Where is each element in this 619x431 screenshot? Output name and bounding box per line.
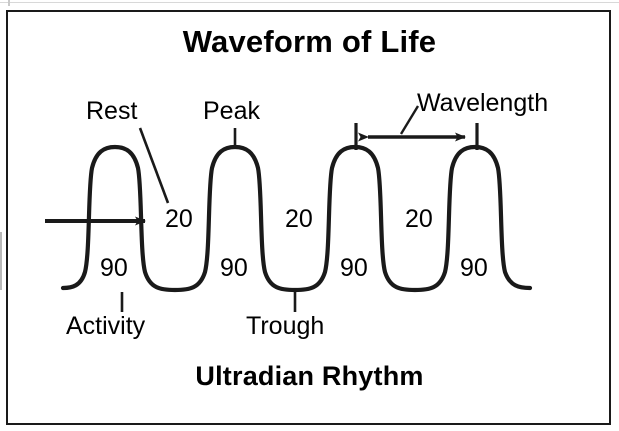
value-90-4: 90 bbox=[460, 254, 488, 282]
scan-artifact-top-edge bbox=[0, 2, 619, 3]
value-90-1: 90 bbox=[100, 254, 128, 282]
figure-border bbox=[6, 10, 611, 425]
label-wavelength: Wavelength bbox=[417, 89, 549, 117]
value-20-2: 20 bbox=[285, 205, 313, 233]
label-rest: Rest bbox=[86, 97, 138, 125]
leader-line-rest bbox=[138, 127, 170, 204]
value-90-3: 90 bbox=[340, 254, 368, 282]
scan-artifact-left-edge bbox=[0, 232, 2, 290]
wavelength-measure-arrow bbox=[354, 123, 479, 150]
label-trough: Trough bbox=[246, 312, 325, 340]
waveform-curve bbox=[60, 144, 533, 293]
scan-artifact-tick bbox=[8, 0, 10, 6]
value-20-3: 20 bbox=[405, 205, 433, 233]
figure-caption: Ultradian Rhythm bbox=[195, 361, 424, 391]
value-90-2: 90 bbox=[220, 254, 248, 282]
leader-line-wavelength bbox=[399, 105, 420, 135]
value-20-1: 20 bbox=[165, 205, 193, 233]
figure-title: Waveform of Life bbox=[182, 24, 437, 59]
label-peak: Peak bbox=[203, 97, 260, 125]
label-activity: Activity bbox=[66, 312, 146, 340]
